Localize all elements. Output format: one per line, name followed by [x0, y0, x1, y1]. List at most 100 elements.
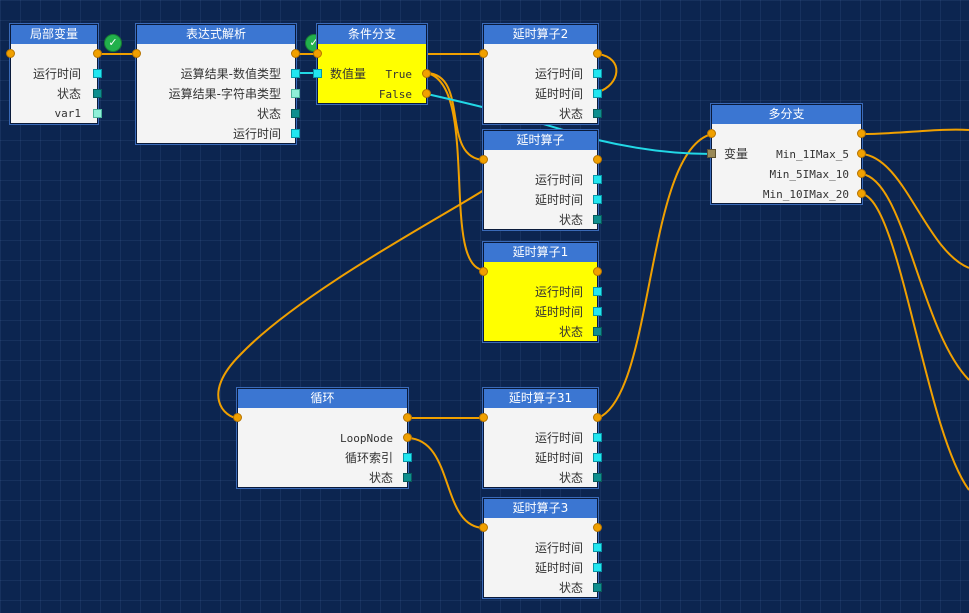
port-pin[interactable] [593, 543, 602, 552]
flow-out-pin[interactable] [593, 155, 602, 164]
flow-out-pin[interactable] [593, 523, 602, 532]
flow-out-pin[interactable] [93, 49, 102, 58]
flow-out-pin[interactable] [593, 267, 602, 276]
port-pin[interactable] [593, 473, 602, 482]
flow-in-pin[interactable] [6, 49, 15, 58]
port-label: 状态 [558, 325, 583, 339]
flow-out-pin[interactable] [857, 189, 866, 198]
port-label: var1 [54, 107, 82, 120]
port-pin[interactable] [403, 473, 412, 482]
port-pin[interactable] [313, 69, 322, 78]
node-delay[interactable]: 延时算子 运行时间 延时时间 状态 [479, 130, 602, 230]
node-delay31[interactable]: 延时算子31 运行时间 延时时间 状态 [479, 388, 602, 488]
node-multi-branch[interactable]: 多分支 变量 Min_1IMax_5 Min_5IMax_10 Min_10IM… [707, 104, 866, 204]
port-label: 运行时间 [534, 67, 583, 81]
port-label: 运行时间 [534, 173, 583, 187]
flow-out-pin[interactable] [291, 49, 300, 58]
flow-out-pin[interactable] [403, 433, 412, 442]
port-pin[interactable] [403, 453, 412, 462]
flow-out-pin[interactable] [857, 169, 866, 178]
flow-in-pin[interactable] [132, 49, 141, 58]
wire-multi-out-4 [861, 193, 969, 491]
node-delay2[interactable]: 延时算子2 运行时间 延时时间 状态 [479, 24, 602, 124]
port-label: 运算结果-字符串类型 [168, 87, 281, 101]
flow-in-pin[interactable] [479, 155, 488, 164]
node-title: 延时算子1 [484, 243, 597, 262]
node-title: 局部变量 [11, 25, 97, 44]
port-label: 状态 [56, 87, 81, 101]
port-pin[interactable] [593, 563, 602, 572]
node-title: 延时算子31 [484, 389, 597, 408]
port-label: Min_10IMax_20 [762, 188, 849, 201]
flow-out-pin[interactable] [593, 49, 602, 58]
port-pin[interactable] [593, 583, 602, 592]
wire-delay-to-loop [217, 189, 485, 419]
flow-in-pin[interactable] [479, 267, 488, 276]
port-label: 延时时间 [534, 451, 583, 465]
port-pin[interactable] [593, 215, 602, 224]
port-pin[interactable] [593, 195, 602, 204]
port-label: 延时时间 [534, 87, 583, 101]
flow-in-pin[interactable] [233, 413, 242, 422]
flow-in-pin[interactable] [479, 49, 488, 58]
port-label: 运行时间 [534, 541, 583, 555]
port-label: 状态 [558, 581, 583, 595]
port-pin[interactable] [291, 69, 300, 78]
flow-in-pin[interactable] [479, 413, 488, 422]
wire-delay31-to-multi [597, 133, 713, 419]
node-title: 多分支 [712, 105, 861, 124]
port-pin[interactable] [593, 307, 602, 316]
wire-true-to-delay1 [426, 72, 485, 271]
port-pin[interactable] [593, 287, 602, 296]
node-loop[interactable]: 循环 LoopNode 循环索引 状态 [233, 388, 412, 488]
wire-true-to-delay [426, 72, 485, 161]
node-delay3[interactable]: 延时算子3 运行时间 延时时间 状态 [479, 498, 602, 598]
port-pin[interactable] [93, 89, 102, 98]
port-label: 运算结果-数值类型 [180, 67, 281, 81]
port-pin[interactable] [593, 109, 602, 118]
node-local-vars[interactable]: 局部变量 运行时间 状态 var1 [6, 24, 102, 124]
flow-out-pin[interactable] [403, 413, 412, 422]
port-pin[interactable] [593, 89, 602, 98]
port-label: 状态 [558, 471, 583, 485]
port-label: 延时时间 [534, 305, 583, 319]
port-pin[interactable] [593, 433, 602, 442]
port-label: Min_5IMax_10 [769, 168, 849, 181]
flow-in-pin[interactable] [479, 523, 488, 532]
flow-out-pin[interactable] [422, 69, 431, 78]
flow-in-pin[interactable] [313, 49, 322, 58]
port-label: 运行时间 [32, 67, 81, 81]
wire-delay2-loop [597, 53, 618, 93]
port-pin[interactable] [593, 327, 602, 336]
node-cond-branch[interactable]: 条件分支 数值量 True False [313, 24, 431, 104]
port-pin[interactable] [707, 149, 716, 158]
flow-out-pin[interactable] [593, 413, 602, 422]
port-pin[interactable] [593, 453, 602, 462]
node-title: 延时算子3 [484, 499, 597, 518]
port-label: 数值量 [330, 67, 367, 81]
node-title: 延时算子 [484, 131, 597, 150]
flow-out-pin[interactable] [857, 149, 866, 158]
node-expr-parse[interactable]: 表达式解析 运算结果-数值类型 运算结果-字符串类型 状态 运行时间 [132, 24, 300, 144]
node-delay1[interactable]: 延时算子1 运行时间 延时时间 状态 [479, 242, 602, 342]
port-label: LoopNode [340, 432, 393, 445]
port-pin[interactable] [593, 175, 602, 184]
flow-out-pin[interactable] [857, 129, 866, 138]
node-title: 表达式解析 [137, 25, 295, 44]
port-pin[interactable] [291, 109, 300, 118]
port-label: 循环索引 [344, 451, 393, 465]
port-label: 变量 [724, 147, 749, 161]
port-pin[interactable] [93, 109, 102, 118]
flow-out-pin[interactable] [422, 89, 431, 98]
wire-multi-out-2 [861, 153, 969, 269]
port-pin[interactable] [93, 69, 102, 78]
port-pin[interactable] [593, 69, 602, 78]
port-pin[interactable] [291, 89, 300, 98]
port-label: True [385, 68, 413, 81]
flow-in-pin[interactable] [707, 129, 716, 138]
node-title: 延时算子2 [484, 25, 597, 44]
check-circle-icon: ✓ [104, 34, 122, 52]
port-label: 运行时间 [534, 431, 583, 445]
port-pin[interactable] [291, 129, 300, 138]
